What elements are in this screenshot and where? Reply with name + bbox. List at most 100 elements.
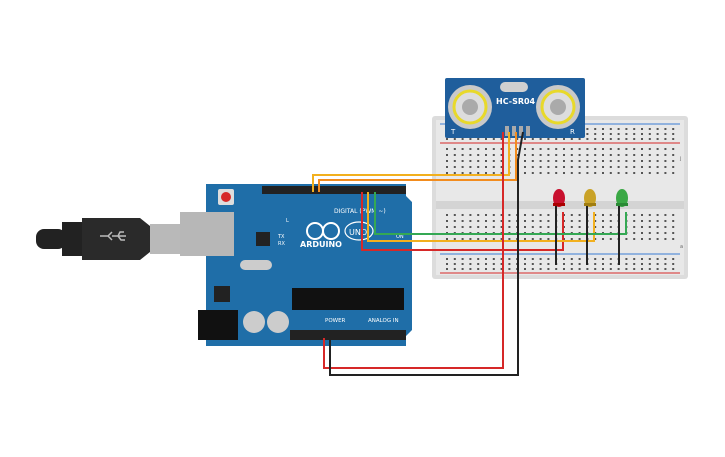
bb-hole xyxy=(641,154,643,156)
bb-hole xyxy=(469,263,472,265)
bb-hole xyxy=(469,154,472,156)
bb-hole xyxy=(586,148,589,150)
bb-hole xyxy=(602,220,604,222)
bb-hole xyxy=(633,160,636,162)
bb-hole xyxy=(500,166,503,168)
bb-hole xyxy=(602,238,604,240)
bb-hole xyxy=(539,268,542,270)
bb-hole xyxy=(648,238,651,240)
bb-hole xyxy=(609,172,612,174)
bb-hole xyxy=(609,263,612,265)
bb-hole xyxy=(664,214,667,216)
wires xyxy=(312,131,627,376)
bb-hole xyxy=(609,148,612,150)
bb-hole xyxy=(633,128,636,130)
bb-hole xyxy=(578,220,581,222)
bb-hole xyxy=(477,226,480,228)
bb-hole xyxy=(524,226,526,228)
bb-hole xyxy=(453,214,456,216)
bb-hole xyxy=(594,166,597,168)
bb-hole xyxy=(446,263,448,265)
bb-hole xyxy=(469,138,472,140)
bb-hole xyxy=(656,232,659,234)
bb-hole xyxy=(547,238,550,240)
bb-hole xyxy=(641,232,643,234)
bb-hole xyxy=(578,138,581,140)
bb-hole xyxy=(531,226,534,228)
bb-hole xyxy=(602,133,604,135)
bb-hole xyxy=(664,268,667,270)
bb-hole xyxy=(500,268,503,270)
bb-hole xyxy=(547,160,550,162)
bb-hole xyxy=(672,214,675,216)
bb-hole xyxy=(446,148,448,150)
wire-orange-1 xyxy=(318,132,517,192)
bb-hole xyxy=(625,160,628,162)
bb-hole xyxy=(508,220,511,222)
bb-hole xyxy=(594,154,597,156)
bb-hole xyxy=(648,166,651,168)
bb-hole xyxy=(586,166,589,168)
bb-hole xyxy=(641,238,643,240)
bb-hole xyxy=(446,138,448,140)
bb-hole xyxy=(641,128,643,130)
bb-hole xyxy=(656,220,659,222)
bb-hole xyxy=(500,154,503,156)
bb-hole xyxy=(648,154,651,156)
bb-hole xyxy=(656,133,659,135)
bb-hole xyxy=(602,148,604,150)
bb-hole xyxy=(446,238,448,240)
bb-hole xyxy=(531,238,534,240)
bb-hole xyxy=(485,263,487,265)
bb-hole xyxy=(485,154,487,156)
bb-hole xyxy=(594,138,597,140)
bb-hole xyxy=(453,226,456,228)
bb-hole xyxy=(656,160,659,162)
bb-hole xyxy=(547,263,550,265)
bb-hole xyxy=(477,166,480,168)
bb-hole xyxy=(547,226,550,228)
bb-hole xyxy=(672,160,675,162)
bb-hole xyxy=(492,148,495,150)
bb-hole xyxy=(555,138,558,140)
bb-hole xyxy=(500,148,503,150)
led-red[interactable] xyxy=(553,189,565,207)
bb-hole xyxy=(617,133,620,135)
bb-hole xyxy=(648,160,651,162)
bb-hole xyxy=(578,166,581,168)
bb-hole xyxy=(672,172,675,174)
bb-hole xyxy=(617,138,620,140)
bb-hole xyxy=(609,238,612,240)
bb-hole xyxy=(664,166,667,168)
bb-hole xyxy=(656,138,659,140)
bb-hole xyxy=(492,220,495,222)
bb-hole xyxy=(508,238,511,240)
bb-hole xyxy=(563,138,565,140)
bb-hole xyxy=(578,263,581,265)
bb-hole xyxy=(648,220,651,222)
bb-hole xyxy=(477,220,480,222)
bb-hole xyxy=(641,148,643,150)
sensor-pins xyxy=(505,126,530,136)
bb-hole xyxy=(492,214,495,216)
bb-hole xyxy=(461,172,464,174)
led-green[interactable] xyxy=(616,189,628,207)
bb-hole xyxy=(469,148,472,150)
bb-hole xyxy=(524,220,526,222)
bb-hole xyxy=(609,154,612,156)
bb-hole xyxy=(492,263,495,265)
bb-hole xyxy=(672,138,675,140)
ultrasonic-sensor[interactable]: HC-SR04 T R xyxy=(445,78,585,138)
bb-hole xyxy=(524,258,526,260)
bb-hole xyxy=(446,226,448,228)
bb-hole xyxy=(531,263,534,265)
led-yellow[interactable] xyxy=(584,189,596,207)
bb-hole xyxy=(570,220,573,222)
bb-hole xyxy=(648,263,651,265)
bb-hole xyxy=(586,154,589,156)
bb-hole xyxy=(586,268,589,270)
bb-hole xyxy=(594,258,597,260)
arduino-uno[interactable]: ARDUINO UNO DIGITAL (PWM ~) POWER ANALOG… xyxy=(180,184,412,346)
bb-hole xyxy=(485,166,487,168)
bb-hole xyxy=(477,268,480,270)
